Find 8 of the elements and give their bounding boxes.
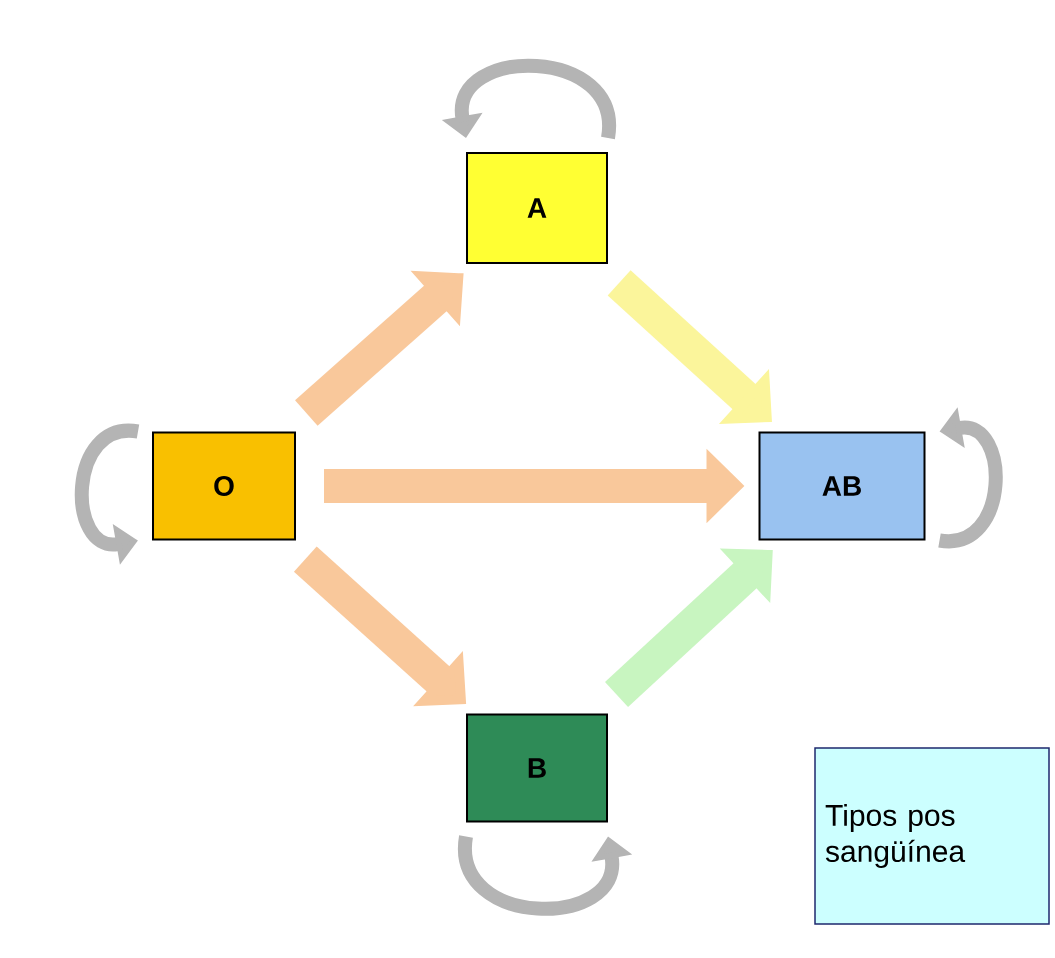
block-arrow xyxy=(605,548,773,707)
block-arrow xyxy=(607,270,772,424)
blood-type-box: B xyxy=(466,713,608,823)
block-arrow xyxy=(295,270,464,426)
note-box: Tipos pos sangüínea xyxy=(814,747,1050,925)
blood-type-box: A xyxy=(466,152,608,264)
blood-type-box: AB xyxy=(758,431,926,541)
blood-type-box: O xyxy=(152,431,296,541)
